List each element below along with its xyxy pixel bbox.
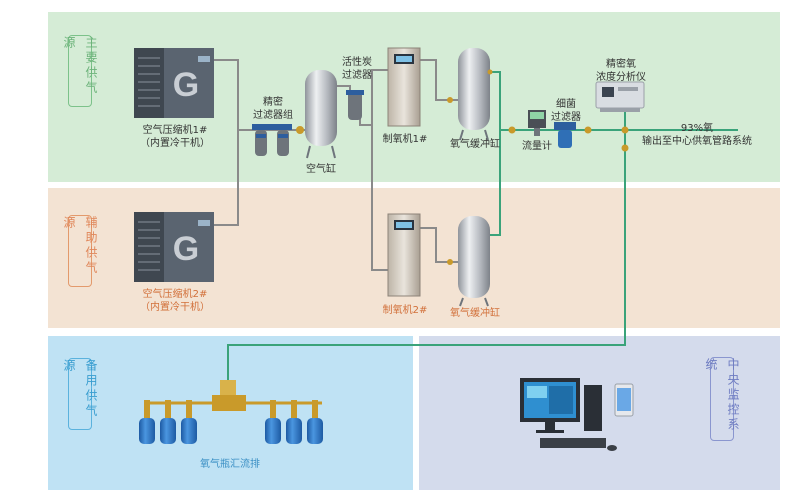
analyzer-label: 精密氧浓度分析仪	[596, 59, 646, 83]
oxygen-generator-2	[387, 213, 421, 297]
air-compressor-1: G	[134, 48, 214, 118]
activated-carbon-filter	[346, 90, 364, 120]
oxygen-cylinders	[139, 418, 323, 444]
precision-filter-group-label: 精密过滤器组	[253, 97, 293, 121]
buffer-tank-1-label: 氧气缓冲缸	[450, 139, 500, 150]
generator-2-label: 制氧机2#	[382, 305, 428, 316]
generator-1-label: 制氧机1#	[382, 134, 428, 145]
svg-text:G: G	[173, 230, 199, 268]
backup-supply-zone	[48, 336, 413, 490]
flow-meter	[528, 110, 546, 136]
oxygen-cylinder-manifold	[139, 380, 323, 444]
manifold-label: 氧气瓶汇流排	[200, 459, 260, 470]
output-label: 93%氧输出至中心供氧管路系统	[642, 123, 752, 147]
carbon-filter-label: 活性炭过滤器	[342, 57, 372, 81]
oxygen-buffer-tank-1	[458, 48, 490, 141]
oxygen-buffer-tank-2	[458, 216, 490, 307]
precision-filter-group	[252, 124, 304, 156]
bacteria-filter-label: 细菌过滤器	[551, 99, 581, 123]
air-tank-label: 空气缸	[306, 164, 336, 175]
svg-text:G: G	[173, 66, 199, 104]
flow-meter-label: 流量计	[522, 141, 552, 152]
valves	[447, 69, 629, 265]
air-tank	[305, 70, 337, 159]
bacteria-filter	[554, 122, 576, 148]
buffer-tank-2-label: 氧气缓冲缸	[450, 308, 500, 319]
oxygen-concentration-analyzer	[595, 81, 645, 112]
oxygen-generator-1	[387, 47, 421, 127]
compressor-2-label: 空气压缩机2#（内置冷干机）	[140, 289, 210, 313]
compressor-1-label: 空气压缩机1#（内置冷干机）	[140, 125, 210, 149]
monitoring-computer	[520, 378, 634, 451]
air-compressor-2: G	[134, 212, 214, 282]
